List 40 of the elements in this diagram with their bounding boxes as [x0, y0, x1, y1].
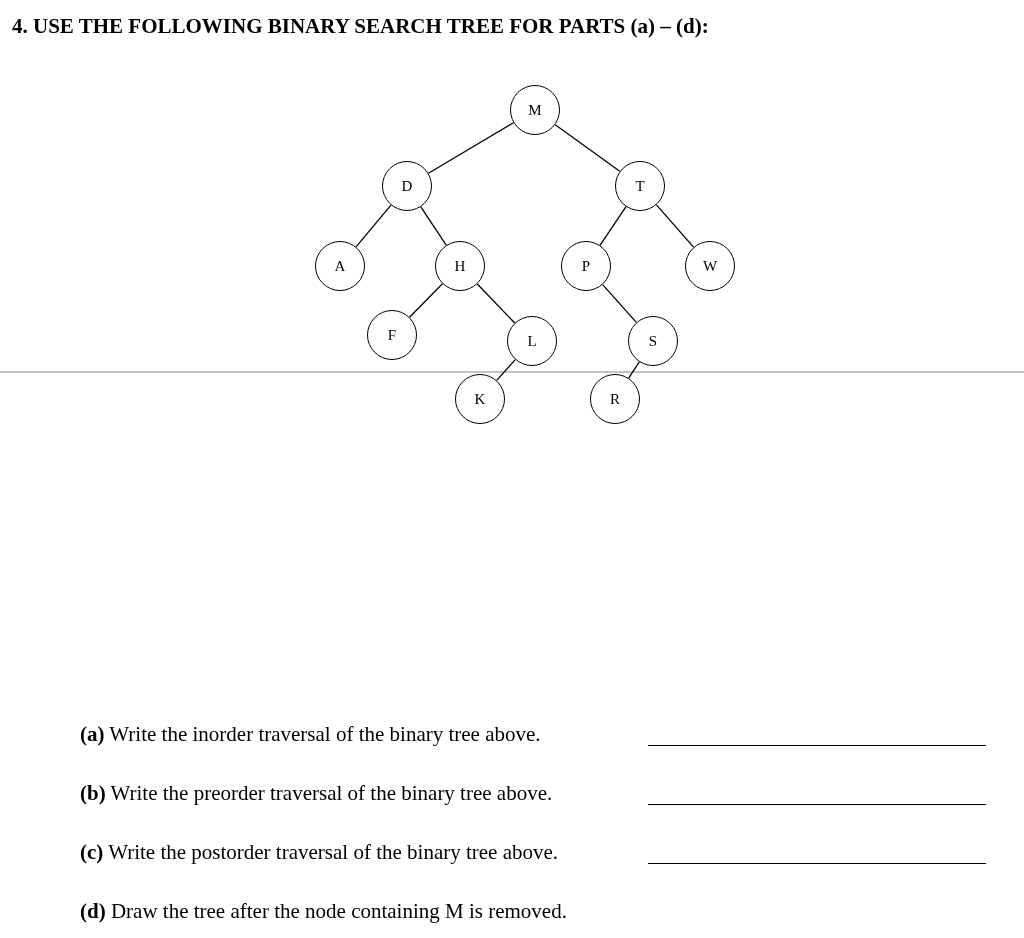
tree-edge	[599, 206, 627, 246]
node-label: K	[474, 390, 486, 408]
tree-edge	[655, 204, 695, 248]
title: 4. USE THE FOLLOWING BINARY SEARCH TREE FOR PARTS (a) – (d):	[12, 14, 709, 39]
tree-node-circle	[315, 241, 365, 291]
tree-edge	[602, 284, 637, 323]
tree-edge	[420, 206, 447, 246]
question-text: (c) Write the postorder traversal of the binary tree above.	[80, 840, 559, 865]
tree-edge	[496, 358, 516, 382]
node-label: D	[401, 177, 413, 195]
tree-node-circle	[615, 161, 665, 211]
tree-edge	[476, 283, 516, 324]
tree-edge	[355, 204, 392, 248]
node-label: L	[527, 332, 537, 350]
question-text: (b) Write the preorder traversal of the binary tree above.	[80, 781, 553, 806]
tree-edge	[554, 124, 621, 172]
node-label: R	[610, 390, 620, 408]
node-label: T	[635, 177, 645, 195]
tree-node-circle	[382, 161, 432, 211]
tree-node-circle	[455, 374, 505, 424]
node-label: H	[454, 257, 466, 275]
tree-node-circle	[367, 310, 417, 360]
node-label: W	[702, 257, 718, 275]
tree-node-circle	[435, 241, 485, 291]
question-text: (d) Draw the tree after the node containing M is removed.	[80, 899, 567, 924]
tree-node-circle	[590, 374, 640, 424]
question-text: (a) Write the inorder traversal of the binary tree above.	[80, 722, 541, 747]
tree-node-circle	[685, 241, 735, 291]
tree-node-circle	[561, 241, 611, 291]
tree-edge	[408, 283, 444, 318]
tree-node-circle	[507, 316, 557, 366]
node-label: M	[528, 101, 542, 119]
tree-node-circle	[510, 85, 560, 135]
tree-node-circle	[628, 316, 678, 366]
node-label: A	[334, 257, 346, 275]
node-label: P	[581, 257, 591, 275]
tree-edge	[427, 122, 515, 174]
node-label: F	[387, 326, 397, 344]
tree-edge	[628, 361, 640, 379]
node-label: S	[648, 332, 658, 350]
